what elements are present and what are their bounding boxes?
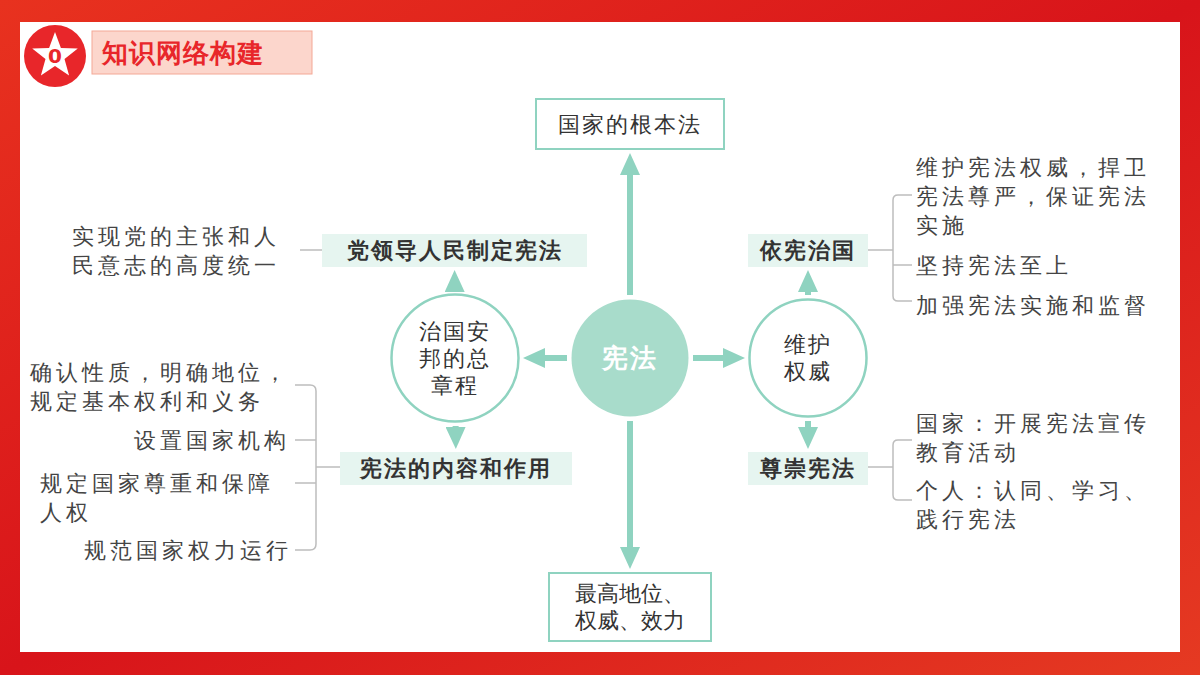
note-text: 规定国家尊重和保障人权 xyxy=(40,469,285,527)
root-box: 国家的根本法 xyxy=(535,98,725,150)
note-text: 坚持宪法至上 xyxy=(916,251,1156,280)
root-box: 最高地位、权威、效力 xyxy=(548,572,712,642)
note-text: 个人：认同、学习、践行宪法 xyxy=(916,476,1156,534)
arrow-head-carrier xyxy=(723,358,745,359)
node-label: 宪法 xyxy=(580,345,680,372)
callout-number: 0 xyxy=(25,41,85,71)
circle-shape xyxy=(392,295,519,422)
arrow-connector xyxy=(627,165,633,295)
note-text: 确认性质，明确地位，规定基本权利和义务 xyxy=(30,358,296,416)
arrow-connector xyxy=(453,426,459,437)
arrow-head-carrier xyxy=(455,427,456,449)
arrow-head-carrier xyxy=(523,358,545,359)
note-text: 国家：开展宪法宣传教育活动 xyxy=(916,409,1156,467)
node-label: 国家的根本法 xyxy=(540,111,720,138)
node-label: 最高地位、权威、效力 xyxy=(573,580,687,634)
bracket-ticks xyxy=(295,440,340,483)
bracket xyxy=(868,195,912,301)
arrow-head-carrier xyxy=(808,270,809,292)
arrow-connector xyxy=(693,355,733,361)
note-text: 规范国家权力运行 xyxy=(60,536,292,565)
branch-circle: 维护权威 xyxy=(748,298,868,418)
note-text: 实现党的主张和人民意志的高度统一 xyxy=(72,222,287,280)
note-text: 设置国家机构 xyxy=(96,426,290,455)
node-label: 党领导人民制定宪法 xyxy=(325,237,585,264)
arrow-connector xyxy=(805,282,811,295)
title: 知识网络构建 xyxy=(102,33,264,73)
brackets xyxy=(295,195,912,550)
topic-box: 依宪治国 xyxy=(748,234,868,267)
note-text: 维护宪法权威，捍卫宪法尊严，保证宪法实施 xyxy=(916,153,1156,240)
arrow-connector xyxy=(452,282,458,290)
topic-box: 党领导人民制定宪法 xyxy=(322,234,587,267)
arrow-connector xyxy=(627,421,633,557)
badge-circle xyxy=(24,25,86,87)
arrow-head-carrier xyxy=(454,270,455,292)
center-circle: 宪法 xyxy=(570,298,690,418)
topic-box: 尊崇宪法 xyxy=(748,452,868,485)
white-panel xyxy=(20,22,1180,652)
note-text: 加强宪法实施和监督 xyxy=(916,291,1176,320)
node-label: 维护权威 xyxy=(780,331,836,385)
branch-circle: 治国安邦的总章程 xyxy=(390,293,520,423)
arrow-connector xyxy=(805,421,811,437)
circle-outline xyxy=(748,298,868,418)
node-label: 依宪治国 xyxy=(750,237,866,264)
title-band xyxy=(92,31,312,74)
node-label: 宪法的内容和作用 xyxy=(342,455,570,482)
arrow-head-carrier xyxy=(630,153,631,175)
circle-shape xyxy=(572,300,689,417)
arrow-head-carrier xyxy=(808,427,809,449)
arrow-connector xyxy=(535,355,567,361)
topic-box: 宪法的内容和作用 xyxy=(340,452,572,485)
bracket xyxy=(295,385,316,550)
leader-line xyxy=(300,249,322,251)
node-label: 治国安邦的总章程 xyxy=(416,318,494,399)
node-label: 尊崇宪法 xyxy=(750,455,866,482)
bracket xyxy=(868,440,912,500)
circle-shape xyxy=(750,300,867,417)
arrow-head-carrier xyxy=(630,547,631,569)
